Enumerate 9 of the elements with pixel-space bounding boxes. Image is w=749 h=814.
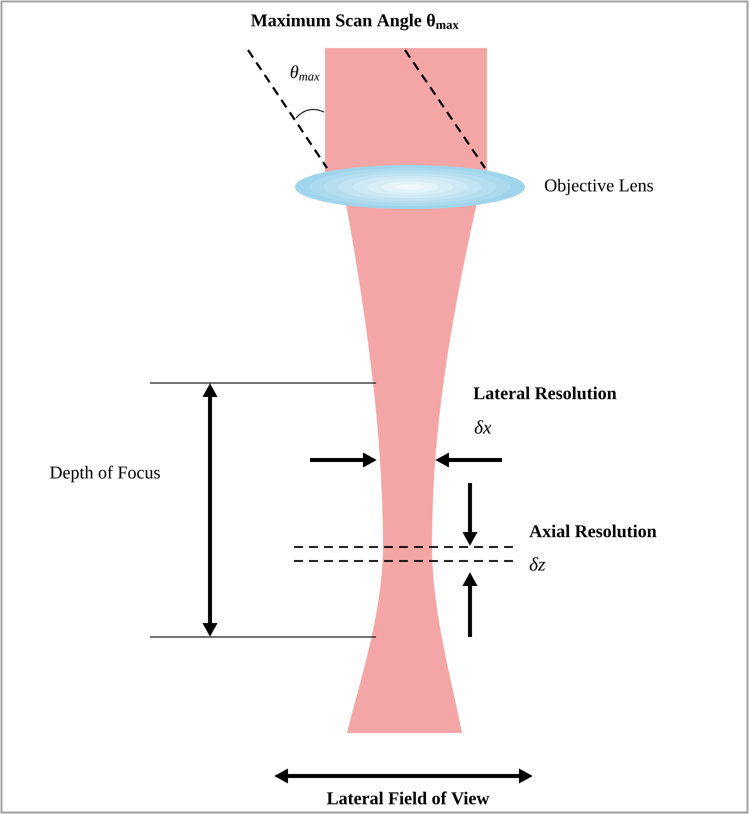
resolution-label: Axial Resolution — [529, 524, 656, 538]
angle-label: θ$_{max}$ — [290, 65, 320, 81]
symbol-label: δz — [530, 557, 546, 571]
title: Maximum Scan Angle θ$_{max}$ — [251, 14, 459, 30]
dimension-label: Depth of Focus — [50, 466, 160, 482]
lens-label: Objective Lens — [544, 178, 654, 196]
dimension-label: Lateral Field of View — [326, 792, 490, 804]
symbol-label: δx — [474, 420, 492, 434]
resolution-label: Lateral Resolution — [474, 386, 616, 400]
